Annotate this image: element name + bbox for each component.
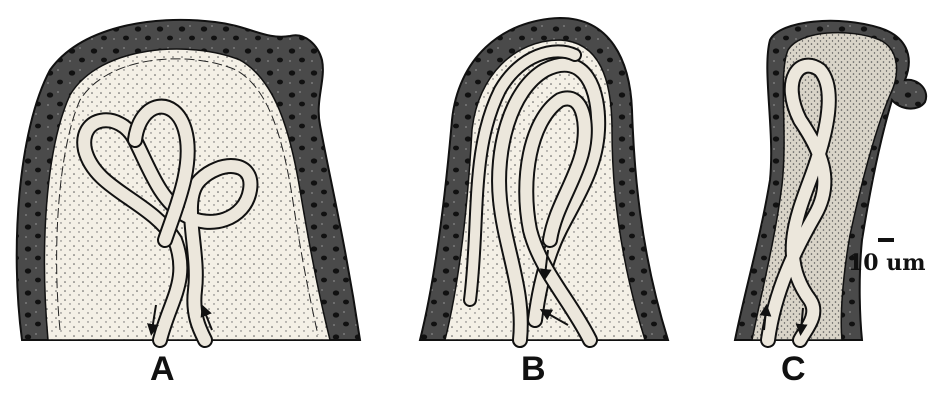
panel-b [420,18,668,340]
panel-label-a: A [150,352,175,386]
panel-label-b: B [521,352,546,386]
scale-bar-label: 10 um [848,252,926,274]
panel-label-c: C [781,352,806,386]
panel-a [17,20,360,340]
panel-c [735,21,926,340]
scale-bar [878,238,894,242]
